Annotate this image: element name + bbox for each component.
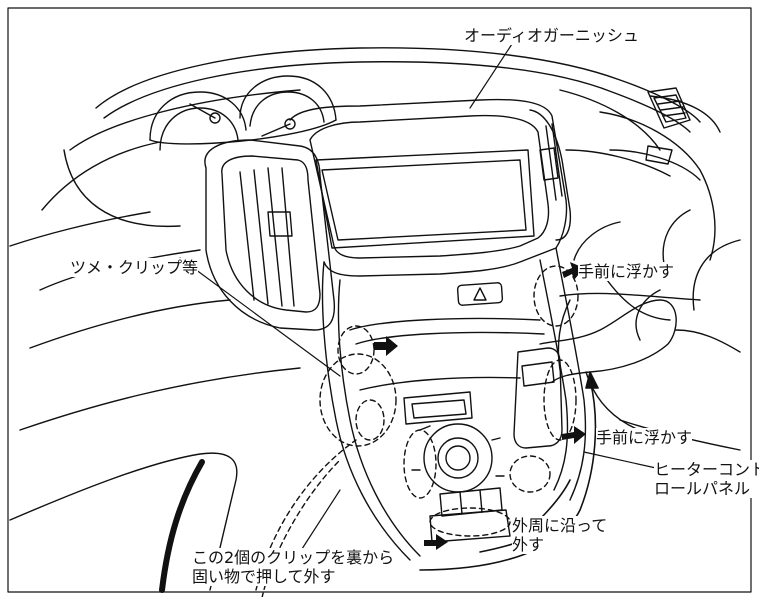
hazard-triangle-icon (456, 282, 504, 306)
label-heater-panel: ヒーターコント ロールパネル (654, 460, 759, 498)
label-clip-instruction: この2個のクリップを裏から 固い物で押して外す (192, 548, 395, 586)
push-arrow-icon (374, 262, 586, 550)
label-lift-forward-right: 手前に浮かす (596, 428, 693, 447)
right-vents (645, 87, 691, 165)
border (7, 7, 752, 593)
leader-claw-clip (179, 257, 341, 377)
label-audio-garnish: オーディオガーニッシュ (464, 26, 639, 45)
center-console (321, 247, 677, 561)
glovebox (9, 452, 238, 593)
leader-heater-panel (583, 451, 657, 469)
meter-cluster (149, 75, 337, 151)
audio-garnish-bezel (204, 98, 572, 331)
leader-audio-garnish (469, 43, 513, 109)
label-lift-forward-top: 手前に浮かす (578, 262, 675, 281)
label-claw-clip: ツメ・クリップ等 (70, 258, 199, 277)
leader-clip-instruction (299, 489, 341, 553)
label-remove-along-perimeter: 外周に沿って 外す (512, 516, 608, 554)
leader-lines (179, 43, 657, 553)
